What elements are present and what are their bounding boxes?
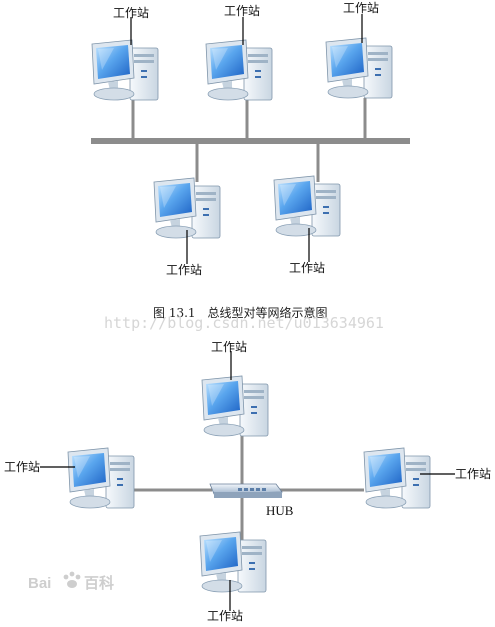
bus-backbone <box>91 138 410 144</box>
workstation-label: 工作站 <box>343 1 379 15</box>
workstation-label: 工作站 <box>289 261 325 275</box>
figure-caption: 图 13.1 总线型对等网络示意图 <box>153 305 328 320</box>
paw-icon <box>63 571 81 588</box>
workstation-label: 工作站 <box>211 340 247 354</box>
workstation-label: 工作站 <box>113 6 149 20</box>
workstation-label: 工作站 <box>4 460 40 474</box>
workstation-label: 工作站 <box>224 4 260 18</box>
workstation <box>363 447 431 509</box>
workstation <box>153 177 221 239</box>
workstation-label: 工作站 <box>455 467 491 481</box>
star-network: HUB 工作站 工作站 工作站 工作站 <box>4 340 491 623</box>
workstation <box>325 37 393 99</box>
bus-network: 工作站 工作站 工作站 工作站 工作站 图 13.1 总线型对等网络示意图 <box>91 1 410 320</box>
hub-device <box>209 483 283 498</box>
workstation-label: 工作站 <box>207 609 243 623</box>
workstation <box>205 39 273 101</box>
hub-label: HUB <box>266 503 294 518</box>
workstation-label: 工作站 <box>166 263 202 277</box>
workstation <box>67 447 135 509</box>
logo-suffix: 百科 <box>84 574 114 592</box>
workstation <box>199 531 267 593</box>
workstation <box>201 375 269 437</box>
baidu-logo: Bai 百科 <box>28 571 114 592</box>
workstation <box>91 39 159 101</box>
logo-text: Bai <box>28 575 51 592</box>
workstation <box>273 175 341 237</box>
watermark: http://blog.csdn.net/u013634961 <box>104 314 384 332</box>
